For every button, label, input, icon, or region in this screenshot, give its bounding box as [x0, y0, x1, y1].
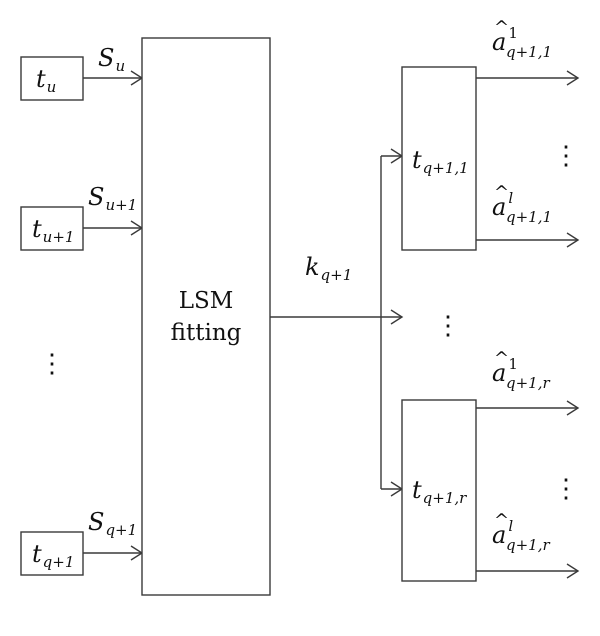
lsm-fitting-block — [141, 37, 271, 596]
output-hat-mark: ^ — [494, 17, 509, 38]
arrowhead — [566, 232, 580, 248]
middle-label: kq+1 — [305, 253, 352, 284]
input-ellipsis: ⋮ — [39, 349, 65, 379]
output-sub: q+1,r — [506, 374, 550, 392]
output-sub: q+1,r — [506, 536, 550, 554]
output-sub: q+1,1 — [506, 208, 552, 226]
arrowhead — [390, 309, 404, 325]
signal-label: Sq+1 — [88, 508, 137, 539]
input-box-tu1 — [20, 206, 84, 251]
output-ellipsis: ⋮ — [553, 141, 579, 171]
output-hat-mark: ^ — [494, 510, 509, 531]
output-box-label: tq+1,r — [412, 476, 467, 507]
signal-label: Su — [98, 44, 125, 75]
lsm-label-line1: LSM — [179, 288, 234, 314]
output-box-1 — [401, 66, 477, 251]
output-box-label: tq+1,1 — [412, 146, 469, 177]
output-ellipsis: ⋮ — [553, 474, 579, 504]
output-sub: q+1,1 — [506, 43, 552, 61]
signal-label: Su+1 — [88, 183, 137, 214]
arrowhead — [566, 400, 580, 416]
arrowhead — [566, 70, 580, 86]
output-hat-mark: ^ — [494, 348, 509, 369]
input-box-label: tu — [36, 65, 56, 96]
branch-ellipsis: ⋮ — [435, 311, 461, 341]
input-box-tq1 — [20, 531, 84, 576]
output-hat-mark: ^ — [494, 182, 509, 203]
input-box-label: tu+1 — [32, 215, 74, 246]
lsm-label-line2: fitting — [171, 320, 242, 346]
input-box-tu — [20, 56, 84, 101]
arrowhead — [566, 563, 580, 579]
input-box-label: tq+1 — [32, 540, 74, 571]
output-box-r — [401, 399, 477, 582]
